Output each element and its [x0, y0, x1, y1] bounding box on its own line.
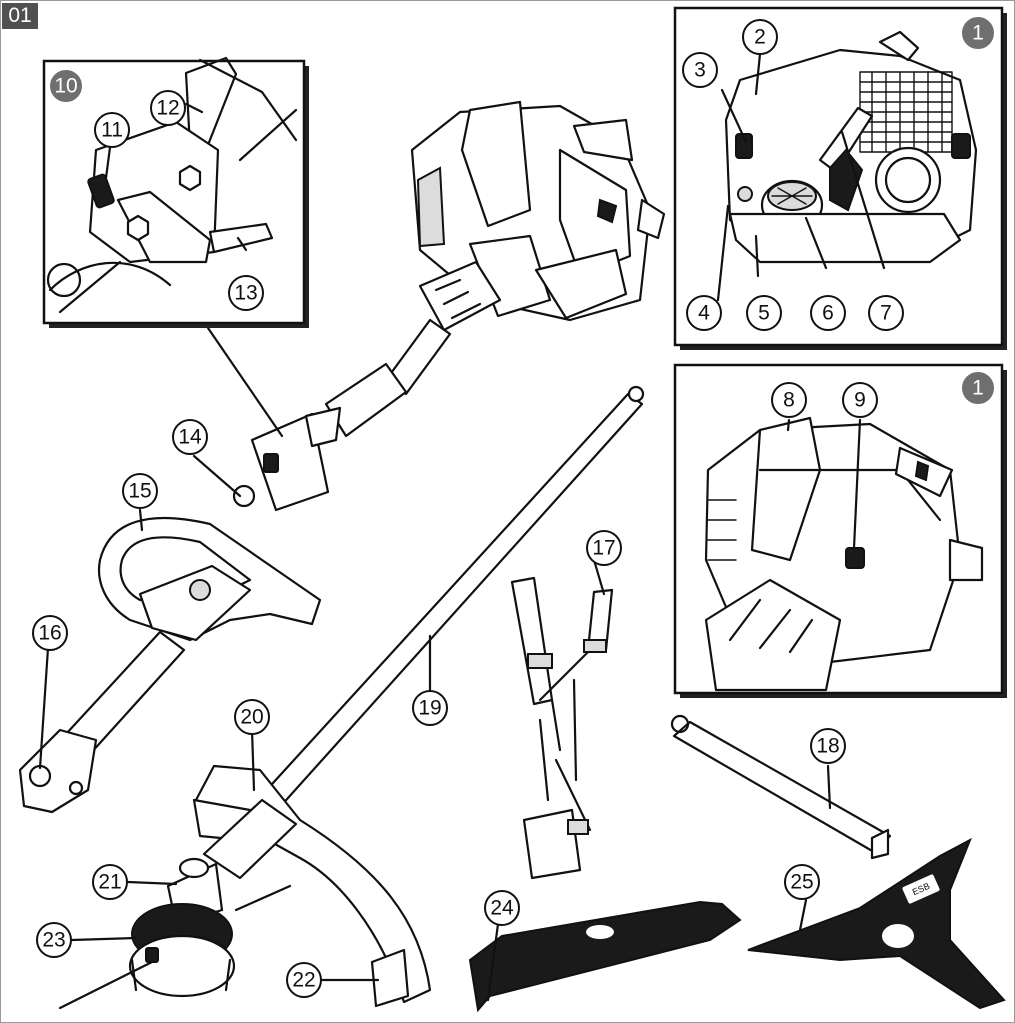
callout: 7 — [868, 295, 904, 331]
callout: 12 — [150, 90, 186, 126]
svg-text:20: 20 — [240, 706, 263, 729]
svg-text:13: 13 — [234, 282, 257, 305]
callout: 15 — [122, 473, 158, 509]
svg-text:21: 21 — [98, 871, 121, 894]
switch-icon — [951, 133, 971, 159]
svg-text:5: 5 — [758, 302, 770, 325]
svg-text:12: 12 — [156, 97, 179, 120]
callout: 14 — [172, 419, 208, 455]
svg-text:3: 3 — [694, 59, 706, 82]
brush-cutter-drawing — [18, 100, 666, 1010]
engine-side-drawing — [724, 30, 978, 264]
svg-text:1: 1 — [972, 22, 984, 45]
svg-text:4: 4 — [698, 302, 710, 325]
svg-text:9: 9 — [854, 389, 866, 412]
figure-tag: 01 — [2, 3, 38, 29]
svg-text:15: 15 — [128, 480, 151, 503]
svg-text:23: 23 — [42, 929, 65, 952]
callout: 8 — [771, 382, 807, 418]
svg-text:22: 22 — [292, 969, 315, 992]
callout: 22 — [286, 962, 322, 998]
callout: 19 — [412, 690, 448, 726]
svg-text:7: 7 — [880, 302, 892, 325]
svg-text:2: 2 — [754, 26, 766, 49]
callout: 21 — [92, 864, 128, 900]
screw-icon — [178, 164, 202, 192]
callout: 20 — [234, 699, 270, 735]
three-tooth-blade-drawing: ESB — [747, 837, 1006, 1010]
lock-button-icon — [87, 173, 115, 209]
engine-top-drawing — [704, 416, 984, 692]
svg-text:1: 1 — [972, 377, 984, 400]
callout: 25 — [784, 864, 820, 900]
shoulder-harness-drawing — [510, 576, 614, 880]
detail-badges: 10 1 1 — [48, 15, 996, 406]
callout: 24 — [484, 890, 520, 926]
callout: 11 — [94, 112, 130, 148]
svg-text:11: 11 — [101, 119, 123, 142]
svg-text:24: 24 — [490, 897, 514, 920]
svg-text:6: 6 — [822, 302, 834, 325]
callout: 16 — [32, 615, 68, 651]
svg-text:18: 18 — [816, 735, 839, 758]
leader-lines — [38, 52, 886, 1002]
detail-badge: 1 — [960, 15, 996, 51]
screw-icon — [126, 214, 150, 242]
blade-decal — [902, 874, 940, 904]
callout: 6 — [810, 295, 846, 331]
detail-badge: 1 — [960, 370, 996, 406]
callout: 17 — [586, 530, 622, 566]
callout: 2 — [742, 19, 778, 55]
svg-text:16: 16 — [38, 622, 61, 645]
svg-text:8: 8 — [783, 389, 795, 412]
callout: 9 — [842, 382, 878, 418]
callout: 23 — [36, 922, 72, 958]
svg-text:10: 10 — [54, 75, 77, 98]
callouts: 2 3 4 5 6 7 8 9 11 12 13 14 15 16 17 18 … — [32, 19, 904, 998]
callout: 13 — [228, 275, 264, 311]
callout: 5 — [746, 295, 782, 331]
callout: 4 — [686, 295, 722, 331]
svg-text:19: 19 — [418, 697, 441, 720]
callout: 18 — [810, 728, 846, 764]
svg-text:17: 17 — [592, 537, 615, 560]
throttle-handle-drawing — [46, 56, 298, 314]
svg-text:25: 25 — [790, 871, 813, 894]
tool-bag-drawing — [670, 714, 892, 860]
detail-badge: 10 — [48, 68, 84, 104]
callout: 3 — [682, 52, 718, 88]
svg-text:14: 14 — [178, 426, 202, 449]
two-tooth-blade-drawing — [468, 900, 742, 1013]
